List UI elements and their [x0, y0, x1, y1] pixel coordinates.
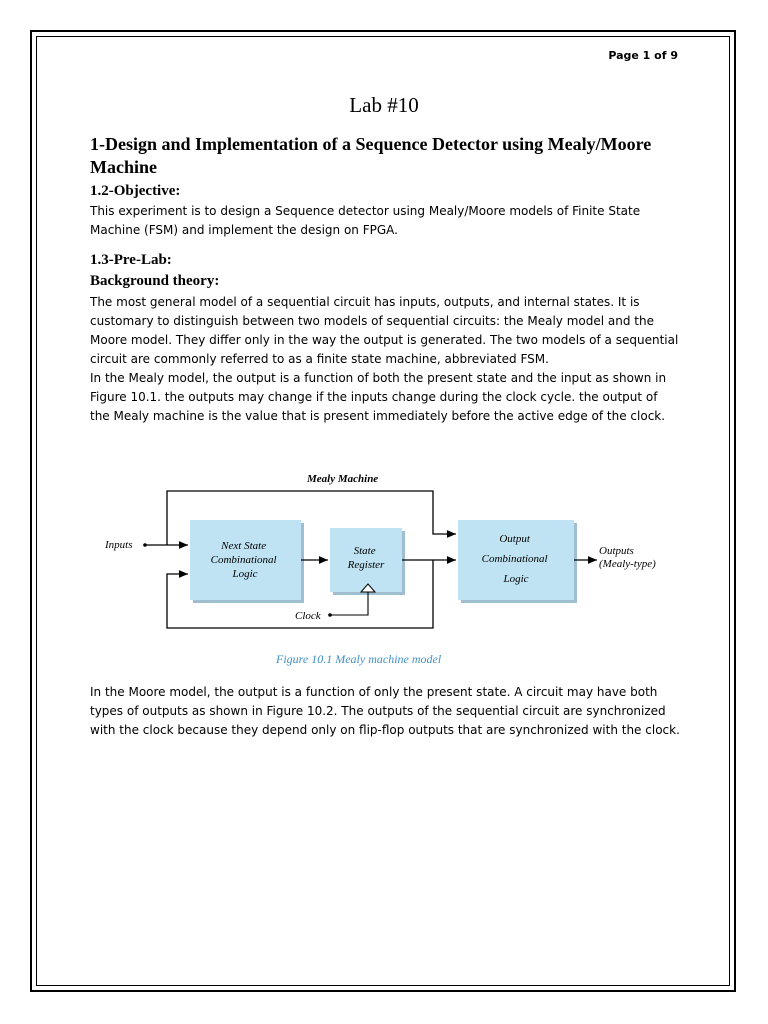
prelab-heading: 1.3-Pre-Lab:	[90, 252, 172, 268]
svg-text:Outputs (Mealy-type): Outputs (Mealy-type)	[599, 545, 656, 570]
page-border-outer	[30, 30, 736, 992]
next-state-logic-block	[190, 520, 301, 600]
figure-caption: Figure 10.1 Mealy machine model	[275, 652, 442, 666]
page-border-inner	[36, 36, 730, 986]
background-text: The most general model of a sequential c…	[90, 293, 680, 426]
background-heading: Background theory:	[90, 273, 220, 289]
output-logic-block	[458, 520, 574, 600]
page-number: Page 1 of 9	[608, 49, 678, 62]
block3-line1: Output	[499, 533, 531, 545]
state-register-block	[330, 528, 402, 592]
moore-text: In the Moore model, the output is a func…	[90, 683, 680, 740]
svg-text:Output Combinational L: Output Combinational Logic	[482, 533, 551, 585]
block1-line3: Logic	[231, 568, 257, 580]
outputs-line1: Outputs	[599, 545, 634, 557]
block3-line2: Combinational	[482, 553, 548, 565]
background-paragraph-1: The most general model of a sequential c…	[90, 295, 679, 366]
svg-text:Next State Combinational: Next State Combinational Logic	[211, 540, 280, 580]
block2-line1: State	[354, 545, 376, 557]
block1-line2: Combinational	[211, 554, 277, 566]
main-title: 1-Design and Implementation of a Sequenc…	[90, 134, 652, 177]
clock-label: Clock	[295, 610, 322, 622]
mealy-machine-label: Mealy Machine	[306, 473, 378, 485]
objective-heading: 1.2-Objective:	[90, 183, 181, 199]
mealy-machine-diagram: Mealy Machine Inputs Clock Next State Co…	[104, 473, 656, 666]
lab-title: Lab #10	[349, 93, 419, 117]
inputs-label: Inputs	[104, 539, 133, 551]
outputs-line2: (Mealy-type)	[599, 558, 656, 570]
block1-line1: Next State	[220, 540, 266, 552]
block3-line3: Logic	[502, 573, 528, 585]
background-paragraph-2: In the Mealy model, the output is a func…	[90, 371, 667, 423]
objective-text: This experiment is to design a Sequence …	[90, 202, 680, 240]
block2-line2: Register	[347, 559, 385, 571]
svg-text:State Register: State Register	[347, 545, 385, 571]
moore-paragraph: In the Moore model, the output is a func…	[90, 685, 680, 737]
objective-paragraph: This experiment is to design a Sequence …	[90, 204, 641, 237]
